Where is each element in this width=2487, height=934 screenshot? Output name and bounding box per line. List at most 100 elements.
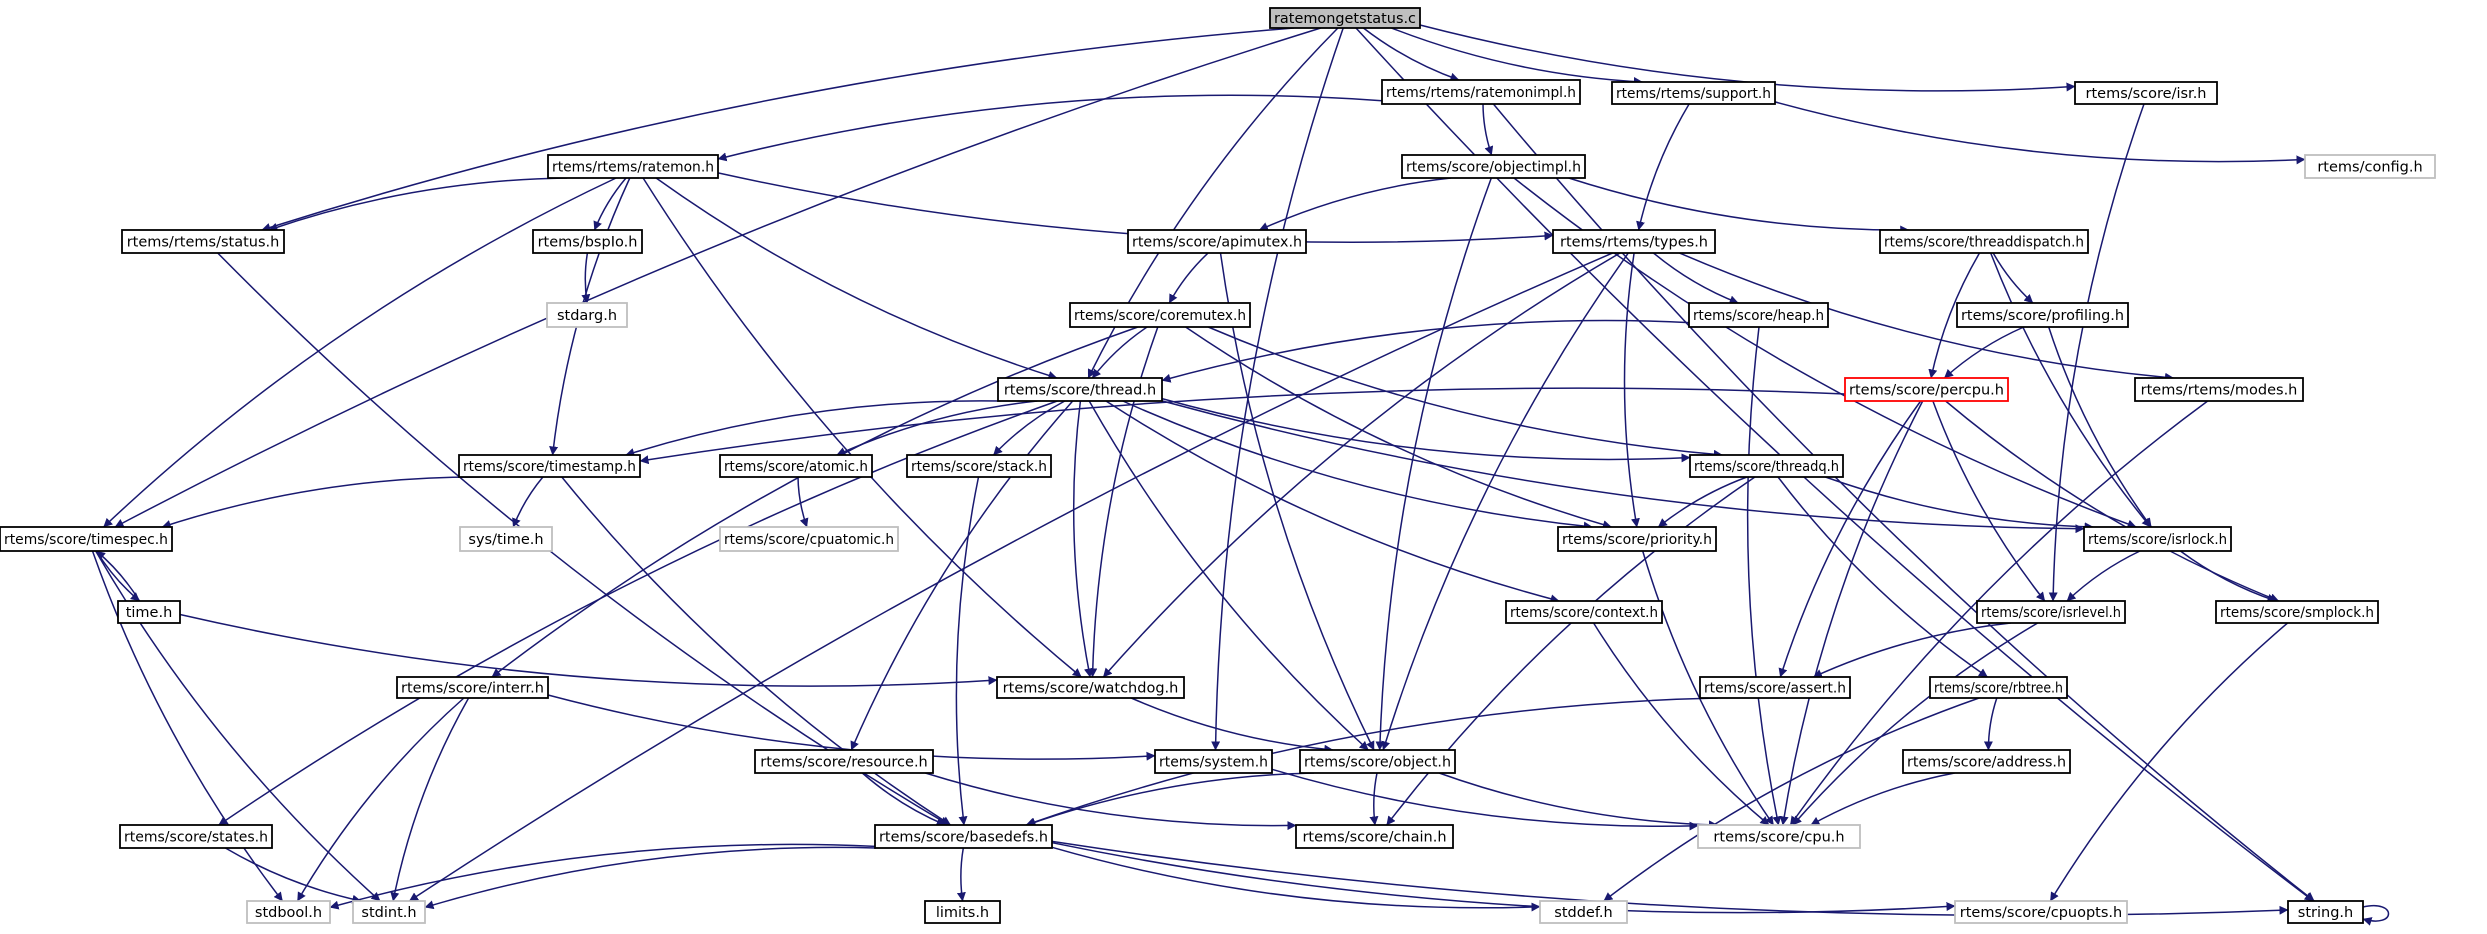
node-assert[interactable]: rtems/score/assert.h bbox=[1699, 676, 1851, 699]
edge-timestamp-to-basedefs bbox=[561, 476, 952, 826]
node-percpu[interactable]: rtems/score/percpu.h bbox=[1844, 377, 2009, 402]
node-label: rtems/rtems/types.h bbox=[1560, 235, 1708, 251]
node-timestamp[interactable]: rtems/score/timestamp.h bbox=[458, 454, 641, 478]
edge-thread-to-stack bbox=[992, 400, 1066, 456]
node-status[interactable]: rtems/rtems/status.h bbox=[121, 229, 285, 254]
edge-percpu-to-assert bbox=[1778, 400, 1922, 678]
edge-profiling-to-isrlock bbox=[2047, 326, 2152, 528]
edge-percpu-to-isrlevel bbox=[1932, 400, 2046, 602]
node-isrlock[interactable]: rtems/score/isrlock.h bbox=[2083, 526, 2232, 552]
node-box bbox=[1879, 229, 2089, 254]
node-atomic[interactable]: rtems/score/atomic.h bbox=[719, 454, 873, 478]
node-string[interactable]: string.h bbox=[2287, 900, 2364, 924]
node-heap[interactable]: rtems/score/heap.h bbox=[1688, 302, 1829, 328]
node-box bbox=[1688, 302, 1829, 328]
node-interr[interactable]: rtems/score/interr.h bbox=[396, 676, 549, 699]
node-ratemonimpl[interactable]: rtems/rtems/ratemonimpl.h bbox=[1381, 79, 1581, 105]
node-box bbox=[2074, 81, 2218, 105]
edge-types-to-priority bbox=[1623, 252, 1640, 528]
node-config[interactable]: rtems/config.h bbox=[2304, 154, 2436, 179]
node-label: rtems/score/thread.h bbox=[1004, 383, 1156, 399]
edge-basedefs-to-cpuopts bbox=[1051, 841, 1956, 914]
node-label: rtems/rtems/modes.h bbox=[2141, 383, 2298, 399]
node-coremutex[interactable]: rtems/score/coremutex.h bbox=[1069, 302, 1251, 328]
edge-rbtree-to-address bbox=[1983, 697, 1998, 751]
node-label: rtems/score/atomic.h bbox=[724, 459, 868, 475]
node-support[interactable]: rtems/rtems/support.h bbox=[1611, 81, 1776, 105]
edge-thread-to-threadq bbox=[1161, 397, 1691, 463]
node-time[interactable]: time.h bbox=[117, 600, 181, 624]
node-thread[interactable]: rtems/score/thread.h bbox=[997, 377, 1163, 402]
node-threaddispatch[interactable]: rtems/score/threaddispatch.h bbox=[1879, 229, 2089, 254]
node-smplock[interactable]: rtems/score/smplock.h bbox=[2215, 600, 2379, 624]
edge-threaddispatch-to-isrlock bbox=[1990, 252, 2152, 528]
node-resource[interactable]: rtems/score/resource.h bbox=[754, 749, 934, 774]
node-box bbox=[1269, 7, 1421, 29]
edge-interr-to-stdint bbox=[390, 697, 470, 902]
node-watchdog[interactable]: rtems/score/watchdog.h bbox=[996, 676, 1185, 699]
node-limits[interactable]: limits.h bbox=[924, 900, 1001, 924]
edge-coremutex-to-priority bbox=[1185, 326, 1612, 529]
edge-root-to-status bbox=[261, 27, 1294, 232]
edge-isrlock-to-smplock bbox=[2179, 550, 2277, 603]
edge-ratemonimpl-to-string bbox=[1492, 103, 2315, 902]
node-cpuatomic[interactable]: rtems/score/cpuatomic.h bbox=[719, 526, 899, 552]
node-priority[interactable]: rtems/score/priority.h bbox=[1557, 526, 1717, 552]
node-box bbox=[719, 526, 899, 552]
node-box bbox=[1699, 676, 1851, 699]
node-rbtree[interactable]: rtems/score/rbtree.h bbox=[1929, 676, 2068, 699]
node-label: stddef.h bbox=[1554, 905, 1612, 921]
node-context[interactable]: rtems/score/context.h bbox=[1505, 600, 1663, 624]
node-isr[interactable]: rtems/score/isr.h bbox=[2074, 81, 2218, 105]
node-system[interactable]: rtems/system.h bbox=[1154, 749, 1273, 774]
node-box bbox=[2134, 377, 2304, 402]
node-isrlevel[interactable]: rtems/score/isrlevel.h bbox=[1976, 600, 2126, 624]
node-box bbox=[924, 900, 1001, 924]
node-states[interactable]: rtems/score/states.h bbox=[119, 824, 273, 849]
edge-profiling-to-percpu bbox=[1943, 326, 2025, 379]
edge-object-to-cpu bbox=[1438, 772, 1718, 830]
edge-threaddispatch-to-profiling bbox=[1992, 252, 2034, 304]
node-box bbox=[1401, 154, 1586, 179]
node-threadq[interactable]: rtems/score/threadq.h bbox=[1689, 454, 1844, 478]
edge-types-to-modes bbox=[1679, 252, 2174, 382]
node-object[interactable]: rtems/score/object.h bbox=[1299, 749, 1456, 774]
edge-timespec-to-stdbool bbox=[91, 550, 284, 902]
node-root[interactable]: ratemongetstatus.c bbox=[1269, 7, 1421, 29]
node-systime[interactable]: sys/time.h bbox=[459, 526, 553, 552]
edge-ratemon-to-watchdog bbox=[642, 177, 1082, 678]
node-objectimpl[interactable]: rtems/score/objectimpl.h bbox=[1401, 154, 1586, 179]
node-box bbox=[2083, 526, 2232, 552]
edge-time-to-watchdog bbox=[179, 613, 998, 687]
edge-thread-to-resource bbox=[850, 400, 1074, 751]
node-cpuopts[interactable]: rtems/score/cpuopts.h bbox=[1954, 900, 2128, 924]
node-types[interactable]: rtems/rtems/types.h bbox=[1552, 229, 1716, 254]
node-box bbox=[1154, 749, 1273, 774]
node-stack[interactable]: rtems/score/stack.h bbox=[906, 454, 1052, 478]
node-chain[interactable]: rtems/score/chain.h bbox=[1295, 824, 1454, 849]
node-stdint[interactable]: stdint.h bbox=[352, 900, 426, 924]
node-stddef[interactable]: stddef.h bbox=[1539, 900, 1628, 924]
node-label: rtems/score/profiling.h bbox=[1961, 308, 2124, 324]
edge-smplock-to-cpuopts bbox=[2049, 622, 2289, 902]
node-label: rtems/score/coremutex.h bbox=[1074, 308, 1246, 324]
node-profiling[interactable]: rtems/score/profiling.h bbox=[1956, 302, 2129, 328]
node-timespec[interactable]: rtems/score/timespec.h bbox=[0, 526, 173, 552]
node-ratemon[interactable]: rtems/rtems/ratemon.h bbox=[547, 154, 719, 179]
node-bspio[interactable]: rtems/bspIo.h bbox=[532, 229, 643, 254]
node-stdarg[interactable]: stdarg.h bbox=[546, 302, 628, 328]
node-cpu[interactable]: rtems/score/cpu.h bbox=[1697, 824, 1861, 849]
node-basedefs[interactable]: rtems/score/basedefs.h bbox=[874, 824, 1053, 849]
edge-timestamp-to-timespec bbox=[161, 476, 480, 529]
node-address[interactable]: rtems/score/address.h bbox=[1902, 749, 2071, 774]
node-modes[interactable]: rtems/rtems/modes.h bbox=[2134, 377, 2304, 402]
edge-priority-to-cpu bbox=[1641, 550, 1775, 826]
node-apimutex[interactable]: rtems/score/apimutex.h bbox=[1127, 229, 1307, 254]
node-label: rtems/score/rbtree.h bbox=[1934, 681, 2063, 697]
edge-resource-to-chain bbox=[925, 772, 1297, 831]
node-label: rtems/system.h bbox=[1159, 755, 1268, 771]
edge-threadq-to-isrlock bbox=[1825, 476, 2094, 532]
edge-isrlevel-to-cpu bbox=[1792, 622, 2039, 826]
node-label: time.h bbox=[126, 605, 173, 621]
node-stdbool[interactable]: stdbool.h bbox=[246, 900, 331, 924]
